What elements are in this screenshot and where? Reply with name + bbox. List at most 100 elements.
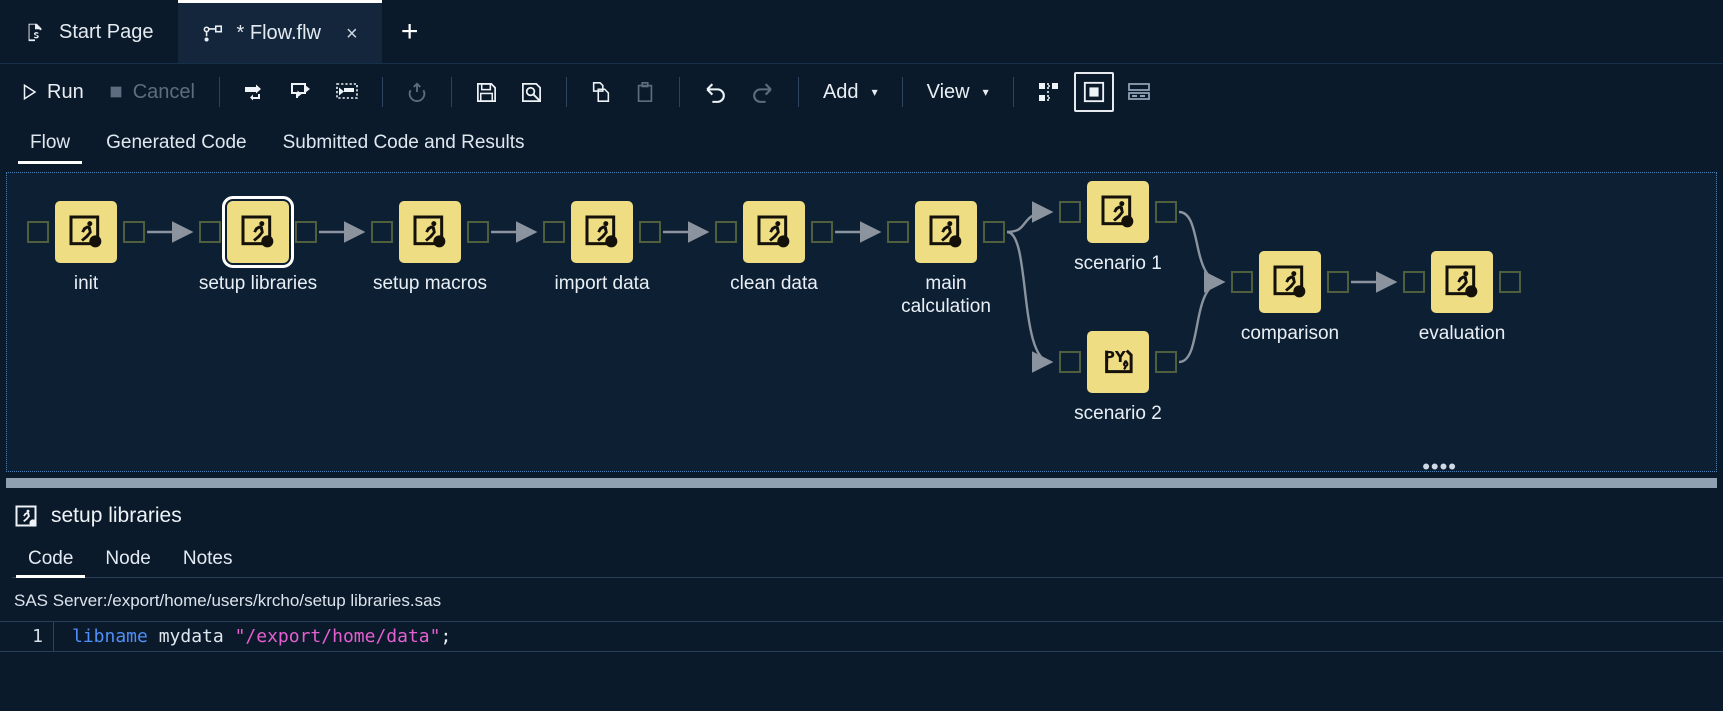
port-in-setuplibs[interactable] [199,221,221,243]
chevron-down-icon: ▾ [982,85,989,99]
auto-layout-icon [1037,80,1061,104]
code-token: mydata [158,626,224,647]
svg-text:PY: PY [1104,348,1126,366]
port-in-setupmacros[interactable] [371,221,393,243]
add-label: Add [822,80,859,103]
flow-icon [202,23,224,45]
run-branch-button[interactable] [280,72,322,112]
flow-node-cleandata[interactable] [743,201,805,263]
redo-button[interactable] [741,72,784,112]
port-in-scenario2[interactable] [1059,351,1081,373]
code-line[interactable]: libname mydata "/export/home/data"; [54,622,451,651]
tab-start-page[interactable]: Start Page [0,0,178,64]
flow-node-label-maincalc: main calculation [901,273,991,318]
flow-node-label-init: init [73,273,99,294]
tab-submitted-code-and-results[interactable]: Submitted Code and Results [265,132,543,164]
splitter-grip[interactable]: •••• [1422,454,1457,479]
run-selected-button[interactable] [326,72,368,112]
tab-label: Generated Code [106,132,247,153]
paste-icon [634,81,656,103]
flow-node-maincalc[interactable] [915,201,977,263]
flow-node-comparison[interactable] [1259,251,1321,313]
flow-node-label-cleandata: clean data [730,273,818,294]
port-out-importdata[interactable] [639,221,661,243]
flow-node-scenario1[interactable] [1087,181,1149,243]
flow-node-label-setuplibs: setup libraries [198,273,318,294]
run-button[interactable]: Run [10,72,94,112]
tab-label: Code [28,548,74,569]
code-token: "/export/home/data" [234,626,441,647]
tab-flow[interactable]: Flow [12,132,88,164]
toolbar-divider [565,77,567,107]
stop-icon [108,84,124,100]
flow-node-init[interactable] [55,201,117,263]
flow-node-scenario2[interactable]: PY [1087,331,1149,393]
flow-node-label-comparison: comparison [1240,323,1340,344]
tab-label: * Flow.flw [236,22,321,44]
flow-node-setupmacros[interactable] [399,201,461,263]
upload-button[interactable] [397,72,437,112]
paste-button[interactable] [625,72,665,112]
new-tab-button[interactable]: + [400,15,419,48]
copy-button[interactable] [581,72,621,112]
port-in-init[interactable] [27,221,49,243]
cancel-button[interactable]: Cancel [98,72,205,112]
save-button[interactable] [466,72,507,112]
save-icon [475,81,498,104]
fit-to-view-button[interactable] [1073,72,1114,112]
flow-canvas[interactable]: init setup libraries setup macros import… [6,172,1717,472]
tab-flow-flw[interactable]: * Flow.flw × [177,0,382,64]
port-out-evaluation[interactable] [1499,271,1521,293]
port-out-comparison[interactable] [1327,271,1349,293]
chevron-down-icon: ▾ [871,85,878,99]
code-file-path: SAS Server:/export/home/users/krcho/setu… [14,591,442,610]
sas-program-icon [14,504,38,528]
port-out-maincalc[interactable] [983,221,1005,243]
fit-to-view-icon [1083,81,1105,103]
auto-layout-button[interactable] [1028,72,1070,112]
tab-label: Flow [30,132,71,153]
port-out-scenario1[interactable] [1155,201,1177,223]
port-in-evaluation[interactable] [1403,271,1425,293]
code-token: ; [440,626,452,647]
code-editor[interactable]: 1 libname mydata "/export/home/data"; [0,621,1723,652]
port-out-init[interactable] [123,221,145,243]
toolbar-divider [797,77,799,107]
save-as-button[interactable] [511,72,552,112]
redo-icon [750,80,775,105]
tab-code[interactable]: Code [12,548,89,578]
toolbar-divider [450,77,452,107]
port-in-maincalc[interactable] [887,221,909,243]
add-menu-button[interactable]: Add ▾ [813,72,888,112]
close-icon[interactable]: × [345,22,358,45]
tab-label: Notes [182,548,233,569]
port-out-scenario2[interactable] [1155,351,1177,373]
port-out-setupmacros[interactable] [467,221,489,243]
undo-button[interactable] [694,72,737,112]
port-in-importdata[interactable] [543,221,565,243]
port-out-setuplibs[interactable] [295,221,317,243]
tab-generated-code[interactable]: Generated Code [88,132,265,164]
toolbar-divider [901,77,903,107]
port-in-cleandata[interactable] [715,221,737,243]
toolbar-divider [678,77,680,107]
node-details-header: setup libraries [0,488,1723,538]
flow-edge-maincalc-to-scenario1 [1006,201,1054,234]
flow-node-label-importdata: import data [554,273,650,294]
flow-node-evaluation[interactable] [1431,251,1493,313]
tab-notes[interactable]: Notes [167,548,249,578]
panel-splitter[interactable]: •••• [6,456,1717,488]
tab-label: Node [105,548,151,569]
tab-node[interactable]: Node [89,548,166,578]
port-in-comparison[interactable] [1231,271,1253,293]
sas-logo-icon [24,21,46,43]
show-details-button[interactable] [1118,72,1160,112]
node-details-tabs: Code Node Notes [0,538,1723,578]
flow-node-importdata[interactable] [571,201,633,263]
port-out-cleandata[interactable] [811,221,833,243]
run-from-node-button[interactable] [234,72,276,112]
flow-node-setuplibs[interactable] [222,196,294,268]
view-menu-button[interactable]: View ▾ [917,72,999,112]
port-in-scenario1[interactable] [1059,201,1081,223]
code-token [148,626,159,647]
